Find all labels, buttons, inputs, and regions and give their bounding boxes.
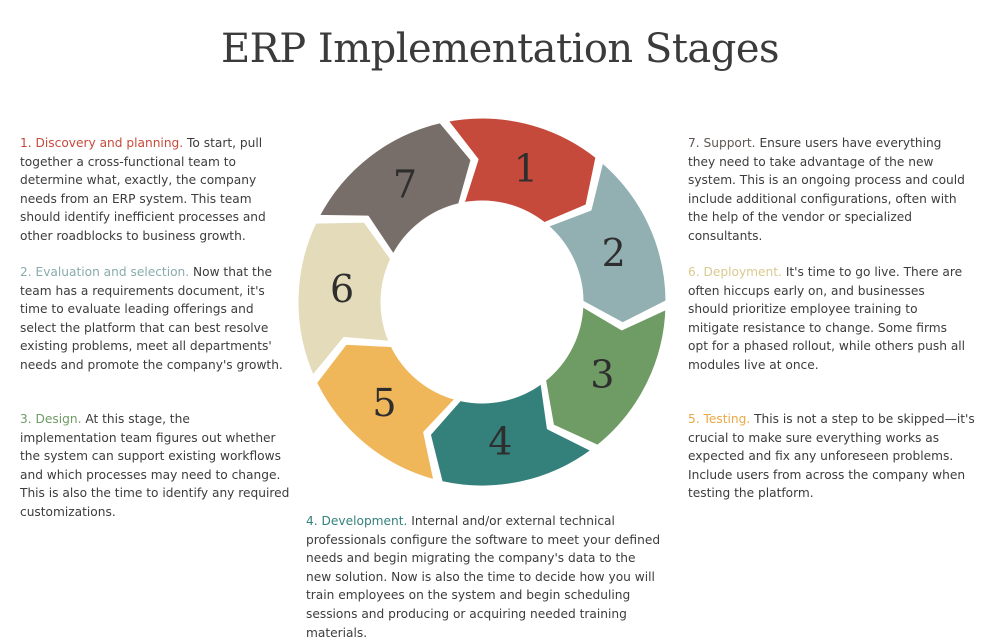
stage-3-description: 3. Design. At this stage, the implementa…: [20, 410, 290, 522]
stage-4-segment: [427, 380, 595, 489]
stage-1-segment: [445, 115, 599, 226]
stage-5-number: 5: [372, 381, 396, 425]
stage-7-number: 7: [393, 163, 417, 207]
diagram-title: ERP Implementation Stages: [220, 26, 780, 72]
stage-5-text: This is not a step to be skipped—it's cr…: [688, 412, 975, 501]
stage-6-heading: 6. Deployment.: [688, 265, 782, 279]
stage-3-segment: [543, 303, 669, 448]
stage-7-segment: [316, 120, 474, 258]
stage-3-heading: 3. Design.: [20, 412, 82, 426]
stage-6-text: It's time to go live. There are often hi…: [688, 265, 966, 372]
stage-3-text: At this stage, the implementation team f…: [20, 412, 290, 519]
stage-7-text: Ensure users have everything they need t…: [688, 136, 965, 243]
stage-7-description: 7. Support. Ensure users have everything…: [688, 134, 970, 246]
stage-4-heading: 4. Development.: [306, 514, 408, 528]
stage-4-text: Internal and/or external technical profe…: [306, 514, 661, 640]
stage-6-description: 6. Deployment. It's time to go live. The…: [688, 263, 968, 375]
stage-5-heading: 5. Testing.: [688, 412, 751, 426]
stage-1-text: To start, pull together a cross-function…: [20, 136, 266, 243]
stage-1-heading: 1. Discovery and planning.: [20, 136, 184, 150]
stage-5-segment: [314, 341, 459, 483]
stage-6-number: 6: [330, 267, 354, 311]
stage-4-number: 4: [488, 419, 512, 463]
stage-7-heading: 7. Support.: [688, 136, 756, 150]
stage-2-text: Now that the team has a requirements doc…: [20, 265, 283, 372]
stage-4-description: 4. Development. Internal and/or external…: [306, 512, 664, 642]
stage-1-number: 1: [514, 147, 538, 191]
stage-2-heading: 2. Evaluation and selection.: [20, 265, 190, 279]
stage-3-number: 3: [590, 353, 614, 397]
stage-1-description: 1. Discovery and planning. To start, pul…: [20, 134, 292, 246]
stage-6-segment: [295, 219, 394, 379]
stage-2-segment: [545, 159, 669, 326]
stage-5-description: 5. Testing. This is not a step to be ski…: [688, 410, 980, 503]
stage-2-description: 2. Evaluation and selection. Now that th…: [20, 263, 292, 375]
stage-2-number: 2: [602, 231, 626, 275]
